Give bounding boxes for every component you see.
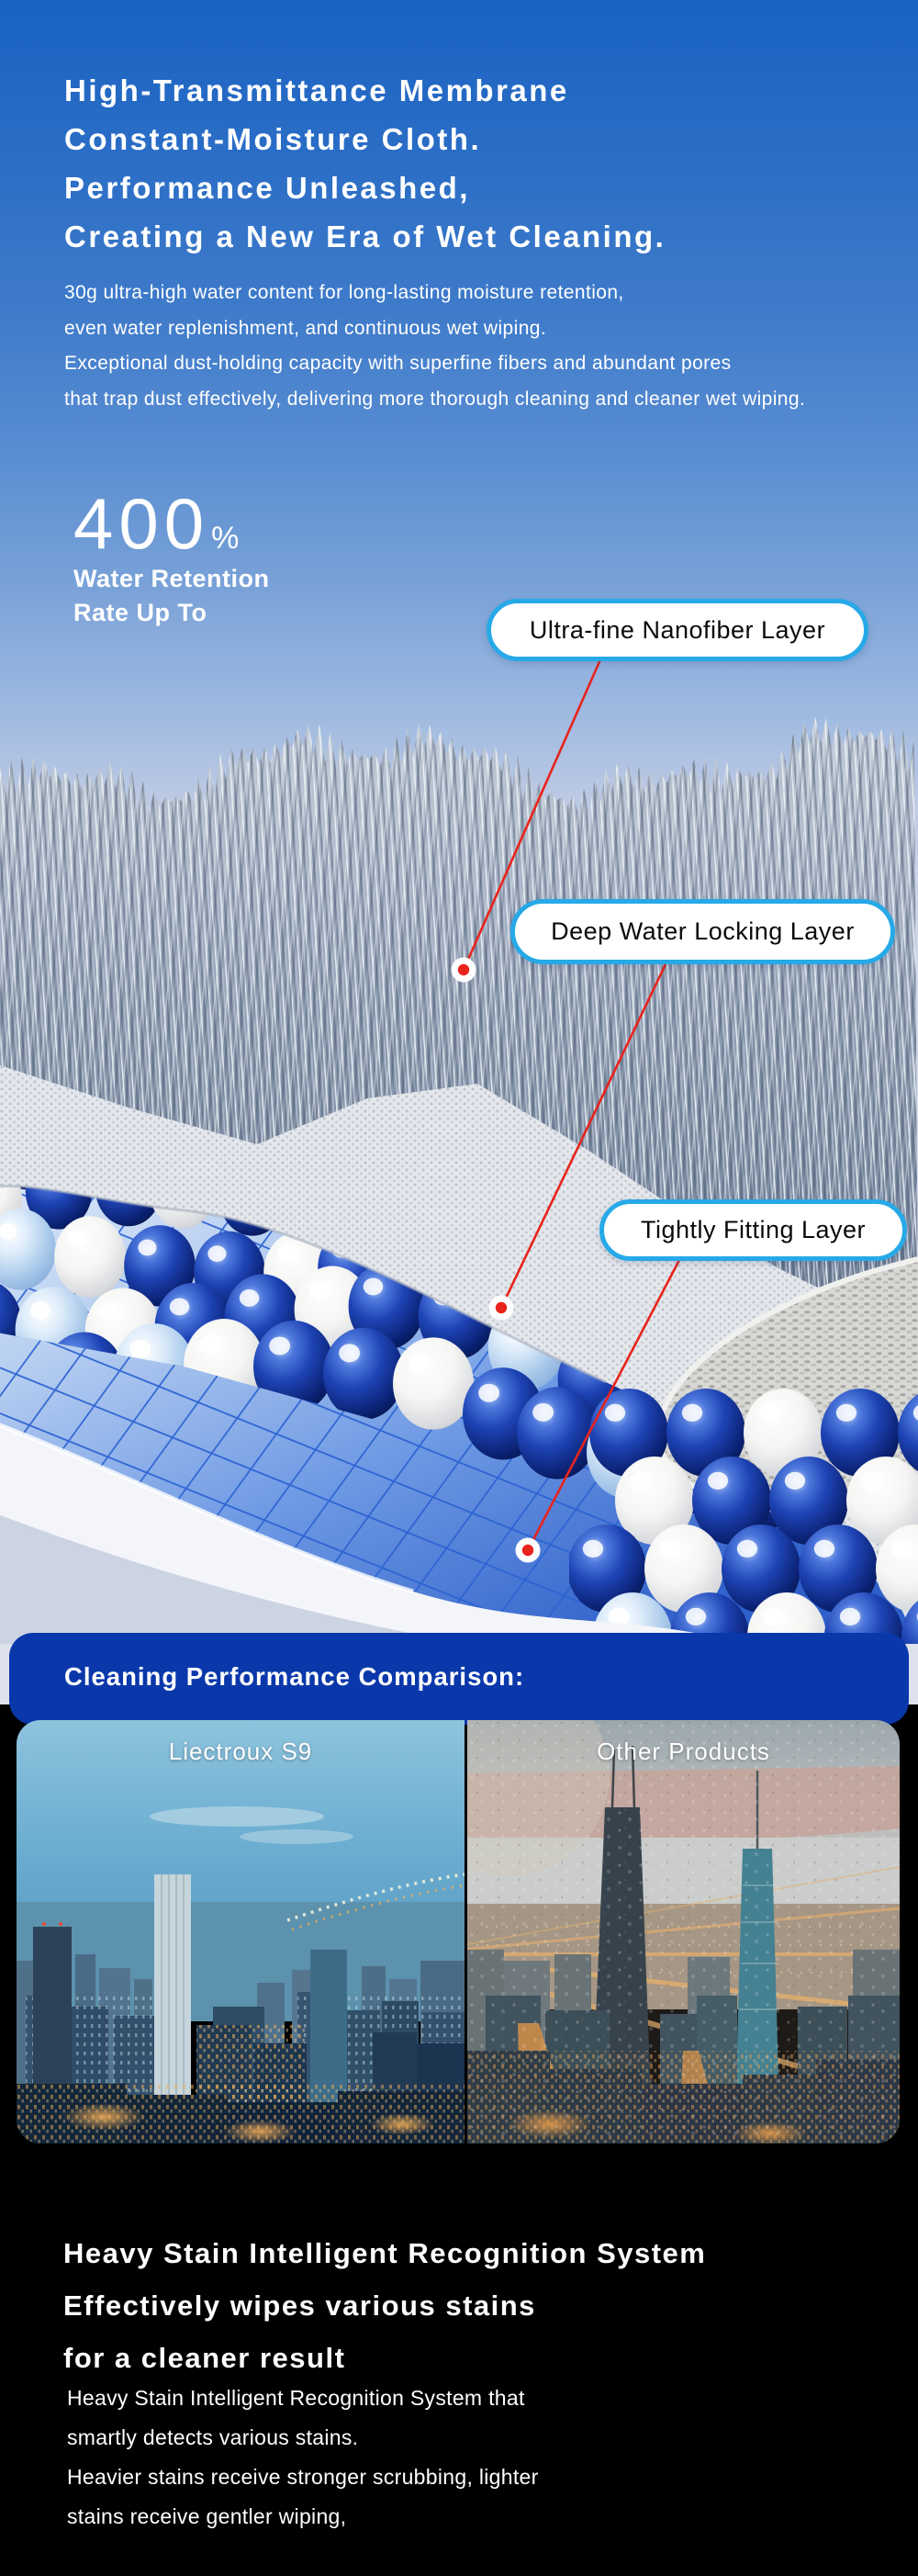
stain-body-line: smartly detects various stains. xyxy=(67,2425,359,2449)
clean-cityscape-image xyxy=(17,1720,465,2143)
stain-section-heading: Heavy Stain Intelligent Recognition Syst… xyxy=(63,2227,706,2384)
callout-dot xyxy=(521,1544,534,1557)
bead-highlight xyxy=(912,1405,918,1421)
water-bead xyxy=(54,1216,126,1298)
title-line: High-Transmittance Membrane xyxy=(64,73,569,107)
stain-heading-line: Heavy Stain Intelligent Recognition Syst… xyxy=(63,2237,707,2269)
bead-highlight xyxy=(269,1336,291,1355)
callout-line xyxy=(499,963,667,1309)
bead-highlight xyxy=(736,1539,758,1558)
title-line: Performance Unleashed, xyxy=(64,171,470,205)
bead-highlight xyxy=(308,1281,330,1299)
callout-dot xyxy=(457,963,470,976)
water-bead-cluster xyxy=(569,1389,918,1644)
bead-highlight xyxy=(207,1245,227,1262)
hero-description: 30g ultra-high water content for long-la… xyxy=(64,276,805,417)
comparison-label-right: Other Products xyxy=(597,1738,770,1765)
stain-body-line: stains receive gentler wiping, xyxy=(67,2504,347,2528)
hazy-cityscape-image xyxy=(467,1720,900,2143)
water-bead xyxy=(747,1592,826,1644)
title-line: Creating a New Era of Wet Cleaning. xyxy=(64,219,666,253)
bead-highlight xyxy=(604,1403,626,1422)
bead-highlight xyxy=(707,1471,729,1490)
comparison-label-left: Liectroux S9 xyxy=(168,1738,313,1765)
bead-highlight xyxy=(630,1471,652,1490)
bead-highlight xyxy=(199,1334,221,1354)
bead-highlight xyxy=(138,1239,157,1256)
callout-line xyxy=(526,1259,681,1551)
callout-tightly-fitting-layer: Tightly Fitting Layer xyxy=(599,1199,907,1261)
bead-highlight xyxy=(659,1539,681,1558)
callout-line xyxy=(462,657,603,971)
water-bead xyxy=(901,1600,918,1644)
water-bead xyxy=(824,1592,903,1644)
bead-highlight xyxy=(339,1344,361,1363)
bead-highlight xyxy=(129,1339,151,1358)
description-line: 30g ultra-high water content for long-la… xyxy=(64,282,624,303)
stat-label-line: Water Retention xyxy=(73,565,270,592)
bead-highlight xyxy=(277,1245,297,1263)
bead-highlight xyxy=(99,1302,120,1321)
bead-highlight xyxy=(784,1471,806,1490)
bead-highlight xyxy=(608,1607,630,1625)
water-bead xyxy=(393,1337,474,1430)
description-line: that trap dust effectively, delivering m… xyxy=(64,388,806,410)
stain-heading-line: Effectively wipes various stains xyxy=(63,2289,536,2322)
bead-highlight xyxy=(478,1383,500,1402)
description-line: Exceptional dust-holding capacity with s… xyxy=(64,353,732,374)
bead-highlight xyxy=(169,1298,190,1316)
bead-highlight xyxy=(839,1607,861,1625)
title-line: Constant-Moisture Cloth. xyxy=(64,122,482,156)
callout-deep-water-locking-layer: Deep Water Locking Layer xyxy=(510,899,895,964)
plush-fiber-layer xyxy=(0,716,918,1336)
stain-body-line: Heavy Stain Intelligent Recognition Syst… xyxy=(67,2386,525,2410)
water-bead xyxy=(323,1327,404,1421)
bead-highlight xyxy=(758,1403,780,1422)
water-retention-stat: 400 % Water Retention Rate Up To xyxy=(73,487,270,630)
cloth-layers-illustration xyxy=(0,657,918,1644)
callout-dots xyxy=(451,957,541,1563)
page-title: High-Transmittance Membrane Constant-Moi… xyxy=(64,66,666,261)
water-bead xyxy=(517,1387,598,1479)
base-wave-layers xyxy=(0,1423,745,1644)
bead-highlight xyxy=(890,1539,912,1558)
callout-ultrafine-nanofiber-layer: Ultra-fine Nanofiber Layer xyxy=(487,599,868,661)
bead-highlight xyxy=(532,1402,554,1422)
callout-dot xyxy=(495,1301,508,1314)
water-bead xyxy=(670,1592,749,1644)
bead-highlight xyxy=(861,1471,883,1490)
stat-unit: % xyxy=(211,521,240,556)
stat-label-line: Rate Up To xyxy=(73,599,207,626)
callout-label: Deep Water Locking Layer xyxy=(551,917,855,945)
callout-label: Ultra-fine Nanofiber Layer xyxy=(529,615,826,644)
stain-body-line: Heavier stains receive stronger scrubbin… xyxy=(67,2465,539,2489)
description-line: even water replenishment, and continuous… xyxy=(64,317,547,339)
callout-label: Tightly Fitting Layer xyxy=(640,1216,867,1243)
stain-section-body: Heavy Stain Intelligent Recognition Syst… xyxy=(67,2379,539,2537)
bead-highlight xyxy=(409,1353,431,1372)
callout-lines xyxy=(462,657,681,1551)
bead-highlight xyxy=(68,1230,87,1247)
comparison-photo-hazy xyxy=(467,1720,900,2143)
comparison-photo-clean xyxy=(17,1720,465,2143)
stat-value: 400 xyxy=(73,483,210,564)
comparison-heading: Cleaning Performance Comparison: xyxy=(64,1662,525,1691)
bead-highlight xyxy=(685,1607,707,1625)
bead-highlight xyxy=(681,1403,703,1422)
bead-highlight xyxy=(0,1222,17,1240)
bead-highlight xyxy=(835,1403,857,1422)
bead-highlight xyxy=(239,1288,260,1307)
bead-highlight xyxy=(29,1301,50,1320)
stain-heading-line: for a cleaner result xyxy=(63,2342,346,2374)
water-bead xyxy=(898,1394,918,1471)
stat-label: Water Retention Rate Up To xyxy=(73,562,270,630)
bead-highlight xyxy=(813,1539,835,1558)
bead-highlight xyxy=(762,1607,784,1625)
bead-highlight xyxy=(363,1277,384,1296)
comparison-panel: Cleaning Performance Comparison: xyxy=(9,1633,909,1725)
bead-highlight xyxy=(582,1539,604,1558)
